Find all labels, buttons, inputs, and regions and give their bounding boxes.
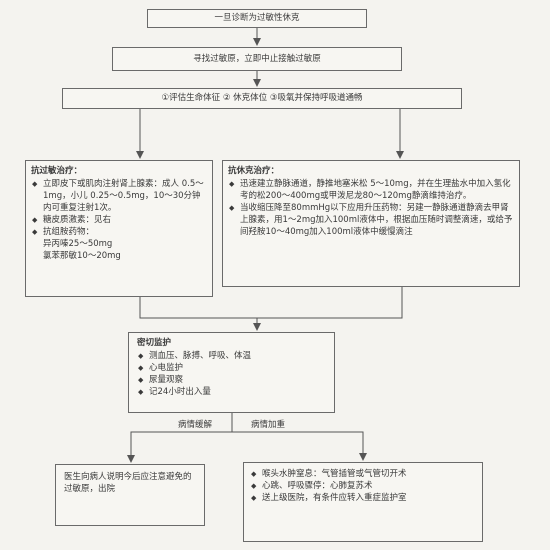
- node-discharge: 医生向病人说明今后应注意避免的过敏原，出院: [55, 464, 205, 526]
- worse-item: 送上级医院，有条件应转入重症监护室: [250, 492, 476, 504]
- edge-label-improve: 病情缓解: [178, 420, 213, 430]
- anti-shock-item: 当收缩压降至80mmHg以下应用升压药物：另建一静脉通道静滴去甲肾上腺素，用1～…: [228, 202, 514, 238]
- worse-item: 喉头水肿窒息：气管插管或气管切开术: [250, 468, 476, 480]
- anti-allergy-list: 立即皮下或肌肉注射肾上腺素：成人 0.5～1mg，小儿 0.25～0.5mg，1…: [31, 178, 207, 238]
- node-anti-shock: 抗休克治疗： 迅速建立静脉通道，静推地塞米松 5～10mg，并在生理盐水中加入氢…: [222, 160, 520, 287]
- worse-list: 喉头水肿窒息：气管插管或气管切开术 心跳、呼吸骤停：心肺复苏术 送上级医院，有条…: [250, 468, 476, 504]
- worse-item: 心跳、呼吸骤停：心肺复苏术: [250, 480, 476, 492]
- anti-shock-item: 迅速建立静脉通道，静推地塞米松 5～10mg，并在生理盐水中加入氢化考的松200…: [228, 178, 514, 202]
- node-assess: ①评估生命体征 ② 休克体位 ③吸氧并保持呼吸道通畅: [62, 88, 462, 109]
- monitor-title: 密切监护: [137, 338, 172, 348]
- monitor-item: 尿量观察: [137, 374, 326, 386]
- monitor-item: 心电监护: [137, 362, 326, 374]
- anti-shock-list: 迅速建立静脉通道，静推地塞米松 5～10mg，并在生理盐水中加入氢化考的松200…: [228, 178, 514, 238]
- anti-shock-title: 抗休克治疗：: [228, 166, 280, 176]
- node-find-allergen: 寻找过敏原，立即中止接触过敏原: [112, 47, 402, 71]
- node-worse: 喉头水肿窒息：气管插管或气管切开术 心跳、呼吸骤停：心肺复苏术 送上级医院，有条…: [243, 462, 483, 542]
- anti-allergy-item: 立即皮下或肌肉注射肾上腺素：成人 0.5～1mg，小儿 0.25～0.5mg，1…: [31, 178, 207, 214]
- monitor-item: 测血压、脉搏、呼吸、体温: [137, 350, 326, 362]
- node-monitor: 密切监护 测血压、脉搏、呼吸、体温 心电监护 尿量观察 记24小时出入量: [128, 332, 335, 413]
- node-diagnosis: 一旦诊断为过敏性休克: [147, 9, 367, 28]
- arrow-to-worse: [232, 431, 367, 461]
- discharge-text: 医生向病人说明今后应注意避免的过敏原，出院: [64, 472, 192, 494]
- edge-label-worsen: 病情加重: [251, 420, 286, 430]
- node-anti-allergy: 抗过敏治疗： 立即皮下或肌肉注射肾上腺素：成人 0.5～1mg，小儿 0.25～…: [25, 160, 213, 297]
- arrow-to-discharge: [127, 431, 232, 463]
- anti-allergy-subitem: 异丙嗪25～50mg: [43, 239, 113, 249]
- monitor-list: 测血压、脉搏、呼吸、体温 心电监护 尿量观察 记24小时出入量: [137, 350, 326, 398]
- anti-allergy-title: 抗过敏治疗：: [31, 166, 83, 176]
- arrow-antiallergy-to-monitor: [139, 297, 257, 319]
- anti-allergy-subitem: 氯苯那敏10～20mg: [43, 251, 121, 261]
- anti-allergy-item: 糖皮质激素：见右: [31, 214, 207, 226]
- anti-allergy-item: 抗组胺药物：: [31, 226, 207, 238]
- monitor-item: 记24小时出入量: [137, 386, 326, 398]
- arrow-antishock-to-monitor: [257, 287, 403, 319]
